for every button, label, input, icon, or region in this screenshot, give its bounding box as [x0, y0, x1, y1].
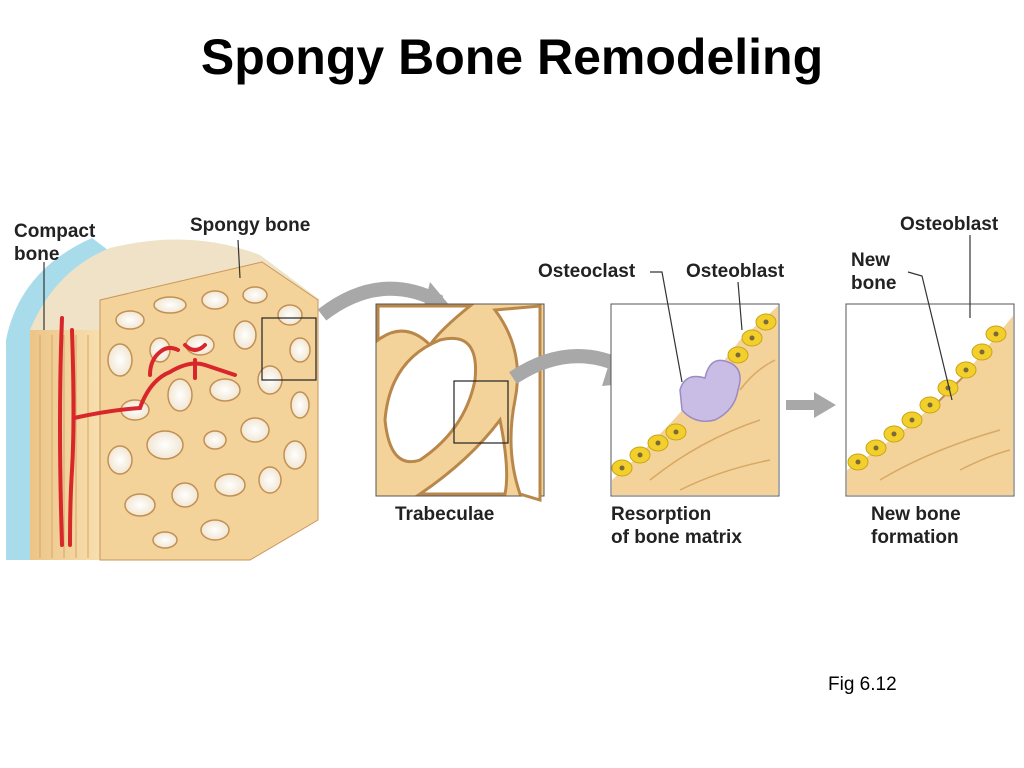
zoom-box-2: [453, 380, 509, 444]
caption-formation-line1: New bone: [871, 504, 961, 525]
osteoclast-cell: [679, 359, 741, 422]
straight-arrow-head: [814, 392, 836, 418]
figure-reference: Fig 6.12: [828, 674, 897, 695]
leader-lines: [43, 235, 971, 401]
caption-resorption-line1: Resorption: [611, 504, 712, 525]
blood-vessels: [58, 316, 237, 547]
caption-resorption-line2: of bone matrix: [611, 527, 742, 548]
label-osteoblast-mid: Osteoblast: [686, 261, 785, 282]
straight-arrow: [786, 400, 816, 410]
label-compact-bone-line1: Compact: [14, 221, 96, 242]
label-osteoclast: Osteoclast: [538, 261, 636, 282]
label-compact-bone-line2: bone: [14, 244, 60, 265]
caption-trabeculae: Trabeculae: [395, 504, 495, 525]
zoom-box-1: [261, 317, 317, 381]
label-new-bone-line2: bone: [851, 273, 897, 294]
caption-formation-line2: formation: [871, 527, 959, 548]
formation-panel: [845, 303, 1015, 497]
page-title: Spongy Bone Remodeling: [200, 29, 824, 85]
resorption-panel: [610, 303, 780, 497]
label-osteoblast-right: Osteoblast: [900, 214, 999, 235]
periosteum-layer: [6, 238, 108, 560]
trabeculae-panel: [375, 303, 545, 503]
bone-block-illustration: [6, 238, 320, 561]
label-spongy-bone: Spongy bone: [190, 215, 311, 236]
label-new-bone-line1: New: [851, 250, 891, 271]
lamellae-lines: [39, 335, 89, 558]
